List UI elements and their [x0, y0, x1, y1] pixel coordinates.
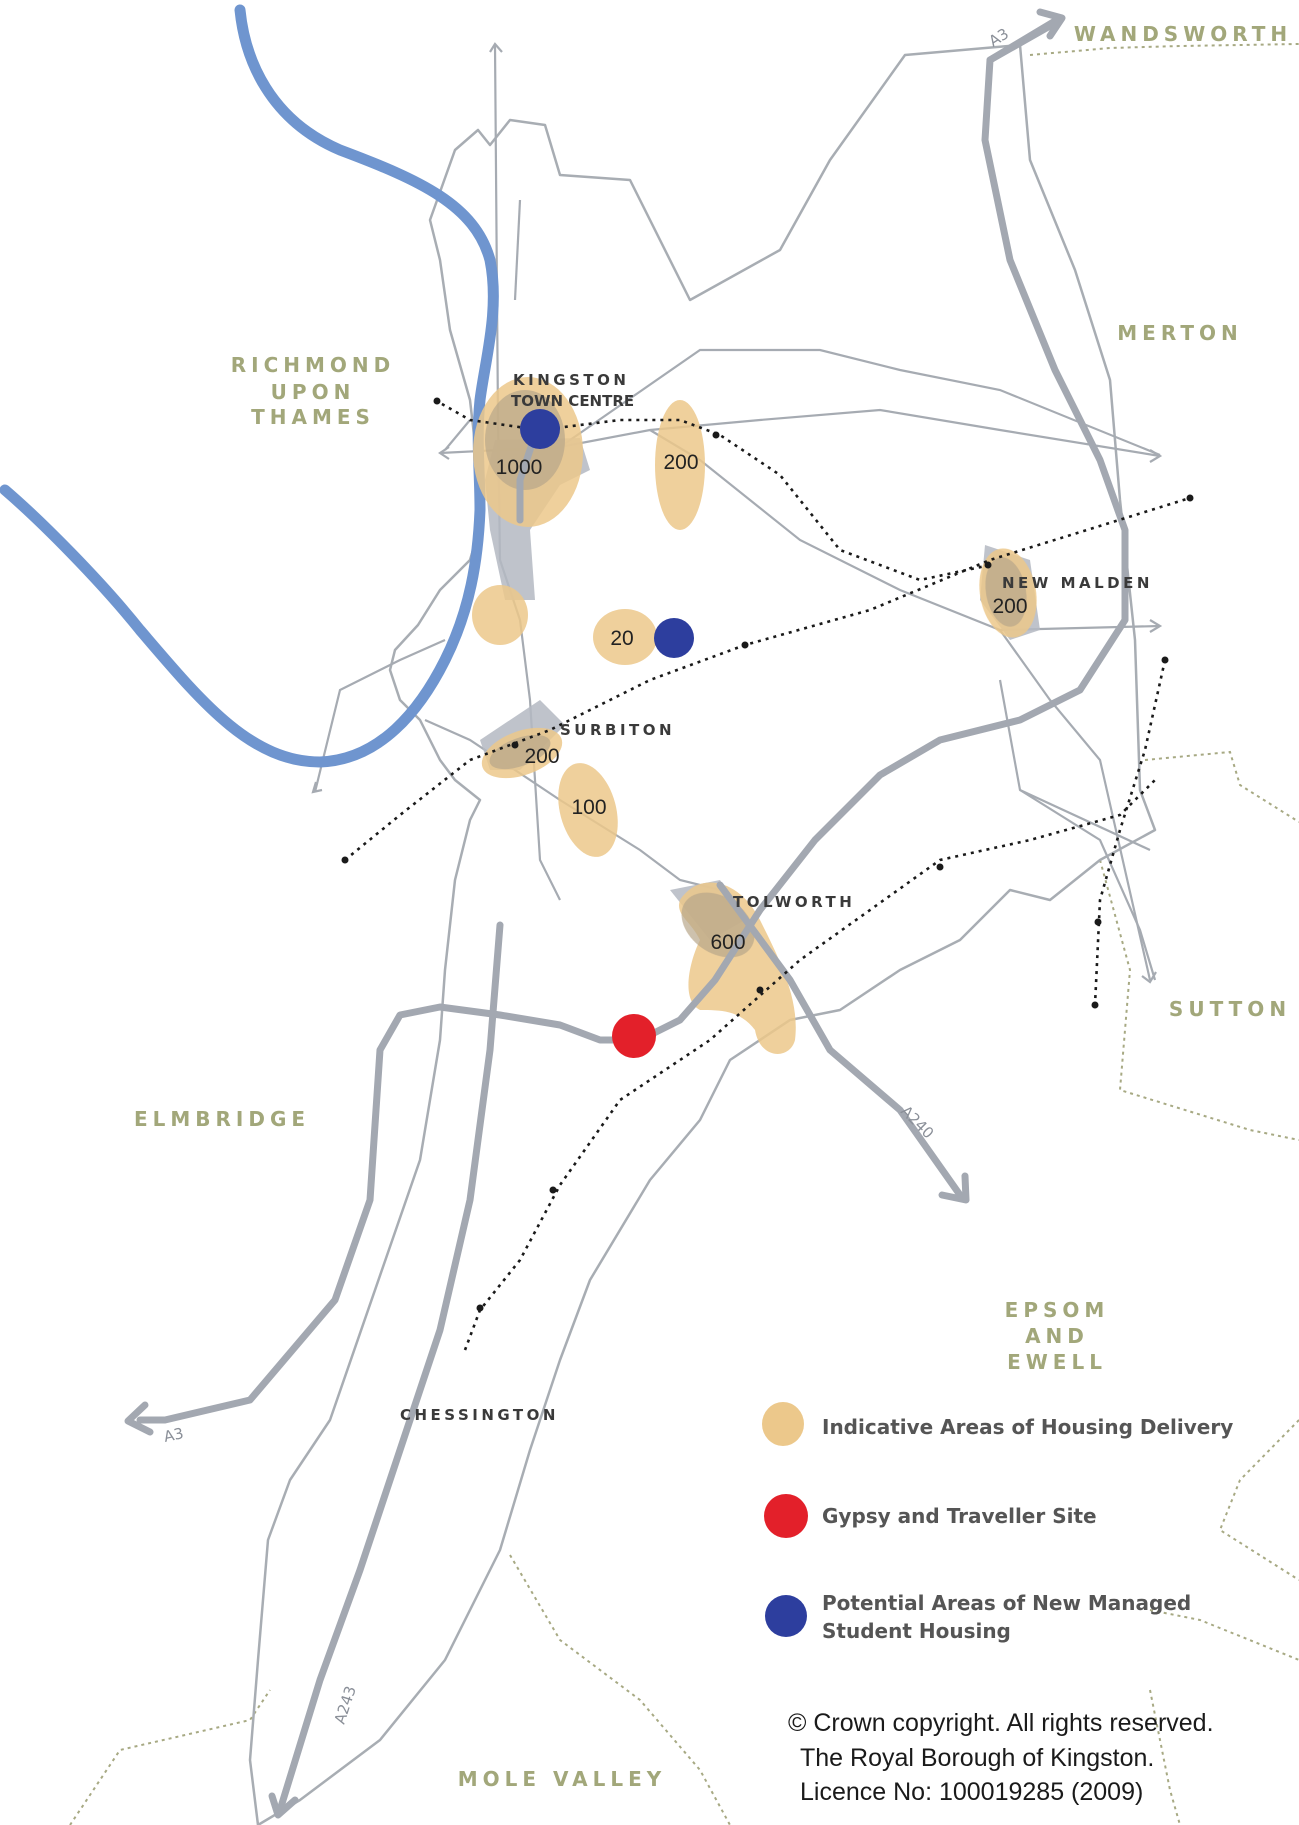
- student-housing-marker-central: [654, 618, 694, 658]
- label-epsom-2: AND: [1025, 1324, 1089, 1348]
- housing-area-riverside: [472, 585, 528, 645]
- road-label-a3-south: A3: [162, 1424, 185, 1446]
- housing-area-central: [593, 609, 657, 665]
- neighbour-boundaries: [69, 43, 1299, 1825]
- railway-stations: [341, 397, 1194, 1312]
- housing-count-surbiton: 200: [524, 745, 559, 768]
- label-richmond-3: THAMES: [251, 405, 375, 429]
- label-richmond-2: UPON: [271, 380, 356, 404]
- urban-patches: [480, 438, 1040, 940]
- legend-student-swatch: [765, 1595, 807, 1637]
- label-elmbridge: ELMBRIDGE: [134, 1107, 310, 1131]
- label-tolworth: TOLWORTH: [733, 893, 855, 911]
- copyright-notice: © Crown copyright. All rights reserved. …: [788, 1709, 1214, 1806]
- road-a240: [716, 881, 964, 1199]
- road-label-a243: A243: [331, 1684, 360, 1727]
- label-kingston-town-centre: TOWN CENTRE: [511, 392, 634, 410]
- legend-gypsy-swatch: [764, 1494, 808, 1538]
- label-chessington: CHESSINGTON: [400, 1406, 559, 1424]
- label-surbiton: SURBITON: [560, 721, 675, 739]
- river-thames: [0, 4, 499, 768]
- housing-area-south-surbiton: [558, 763, 618, 857]
- label-wandsworth: WANDSWORTH: [1074, 22, 1292, 46]
- copyright-line-3: Licence No: 100019285 (2009): [800, 1778, 1143, 1806]
- label-new-malden: NEW MALDEN: [1002, 574, 1153, 592]
- student-housing-marker-kingston: [520, 409, 560, 449]
- railway-lines: [344, 398, 1191, 1351]
- legend-student-label-1: Potential Areas of New Managed: [822, 1591, 1191, 1615]
- label-mole-valley: MOLE VALLEY: [458, 1767, 667, 1791]
- road-a3: [136, 22, 1129, 1424]
- copyright-line-2: The Royal Borough of Kingston.: [800, 1744, 1154, 1772]
- housing-count-new-malden: 200: [992, 595, 1027, 618]
- label-epsom-3: EWELL: [1007, 1350, 1107, 1374]
- housing-areas: [472, 377, 1037, 1054]
- housing-count-central: 20: [610, 627, 633, 650]
- minor-road-arrows: [311, 42, 1163, 984]
- housing-area-north: [655, 400, 705, 530]
- major-roads: [136, 14, 1129, 1814]
- label-kingston: KINGSTON: [513, 371, 629, 389]
- housing-count-tolworth: 600: [710, 931, 745, 954]
- legend-student-label-2: Student Housing: [822, 1619, 1011, 1643]
- borough-boundary: [248, 43, 1157, 1825]
- housing-count-kingston: 1000: [496, 456, 543, 479]
- label-sutton: SUTTON: [1169, 997, 1291, 1021]
- label-richmond-1: RICHMOND: [231, 353, 396, 377]
- label-merton: MERTON: [1117, 321, 1242, 345]
- major-road-arrows: [124, 8, 1066, 1819]
- legend-housing-label: Indicative Areas of Housing Delivery: [822, 1415, 1233, 1439]
- copyright-line-1: © Crown copyright. All rights reserved.: [788, 1709, 1214, 1737]
- housing-count-south-surbiton: 100: [571, 796, 606, 819]
- gypsy-site-marker: [612, 1014, 656, 1058]
- road-a243: [276, 921, 504, 1814]
- housing-count-north: 200: [663, 451, 698, 474]
- label-epsom-1: EPSOM: [1005, 1298, 1110, 1322]
- legend-housing-swatch: [762, 1402, 804, 1446]
- road-a3-link: [986, 14, 1064, 64]
- legend: Indicative Areas of Housing Delivery Gyp…: [762, 1402, 1233, 1643]
- legend-gypsy-label: Gypsy and Traveller Site: [822, 1504, 1097, 1528]
